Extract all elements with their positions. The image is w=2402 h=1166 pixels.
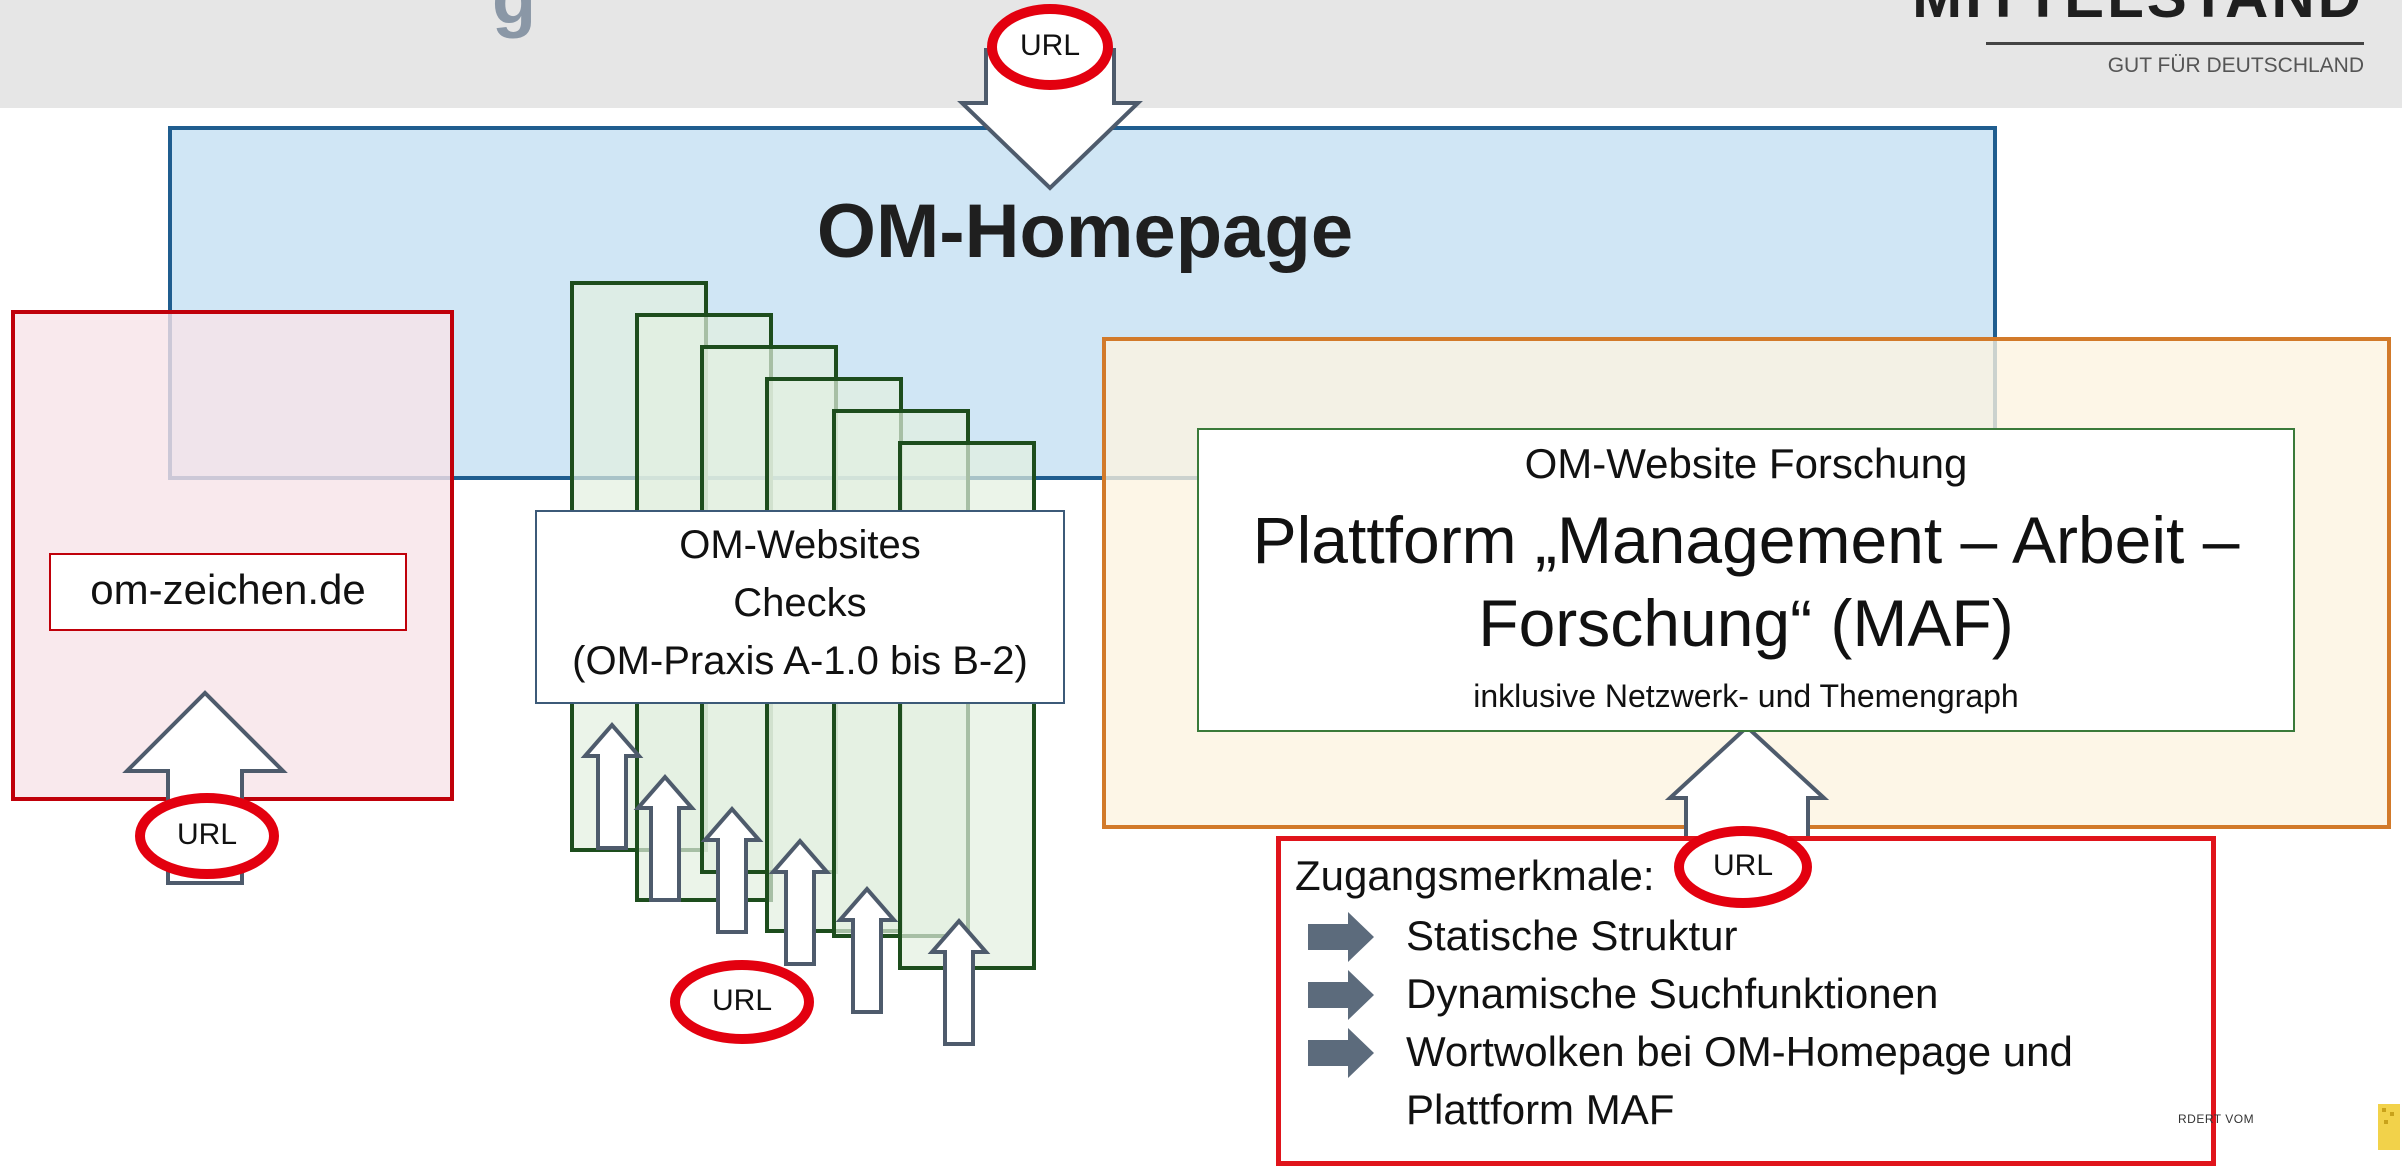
maf-title-line: Plattform „Management – Arbeit – — [1252, 503, 2240, 577]
block-arrow-icon — [927, 917, 991, 1046]
maf-subtitle: inklusive Netzwerk- und Themengraph — [1473, 678, 2019, 714]
url-ring-icon — [1674, 826, 1812, 908]
header-band — [0, 0, 2402, 108]
homepage-title: OM-Homepage — [816, 189, 1354, 274]
block-arrow-icon — [835, 885, 899, 1014]
maf-heading: OM-Website Forschung — [1524, 440, 1968, 487]
check-arrows — [580, 721, 991, 1046]
brand-tagline: GUT FÜR DEUTSCHLAND — [2107, 54, 2364, 77]
url-label: URL — [711, 984, 772, 1017]
block-arrow-icon — [633, 773, 697, 902]
checks-label-box — [535, 510, 1065, 704]
url-label: URL — [1712, 849, 1773, 882]
url-ring-icon — [135, 793, 279, 879]
access-item: Plattform MAF — [1406, 1086, 1675, 1133]
maf-label-box — [1197, 428, 2295, 732]
brand-title: MITTELSTAND — [1912, 0, 2364, 31]
maf-title-line: Forschung“ (MAF) — [1478, 586, 2014, 660]
chevron-arrow-icon — [1308, 912, 1374, 962]
slide-title-fragment: g — [492, 0, 536, 40]
access-heading: Zugangsmerkmale: — [1295, 852, 1655, 899]
block-arrow-icon — [580, 721, 644, 850]
funding-note: RDERT VOM — [2178, 1112, 2255, 1126]
access-item: Wortwolken bei OM-Homepage und — [1406, 1028, 2073, 1075]
block-arrow-icon — [957, 48, 1143, 191]
access-item: Dynamische Suchfunktionen — [1406, 970, 1939, 1017]
om-zeichen-link[interactable]: om-zeichen.de — [90, 566, 366, 613]
access-item: Statische Struktur — [1406, 912, 1738, 959]
checks-line: Checks — [733, 581, 867, 625]
chevron-arrow-icon — [1308, 970, 1374, 1020]
checks-line: (OM-Praxis A-1.0 bis B-2) — [572, 639, 1028, 683]
chevron-arrow-icon — [1308, 1028, 1374, 1078]
url-ring-icon — [670, 960, 814, 1044]
url-ring-icon — [987, 4, 1113, 90]
block-arrow-icon — [700, 805, 764, 934]
block-arrow-icon — [768, 837, 832, 966]
url-label: URL — [1019, 29, 1080, 62]
url-label: URL — [176, 818, 237, 851]
brand-divider — [1986, 42, 2364, 45]
funding-logo-icon — [2378, 1104, 2400, 1150]
checks-line: OM-Websites — [679, 523, 921, 567]
om-zeichen-label-box — [49, 553, 407, 631]
